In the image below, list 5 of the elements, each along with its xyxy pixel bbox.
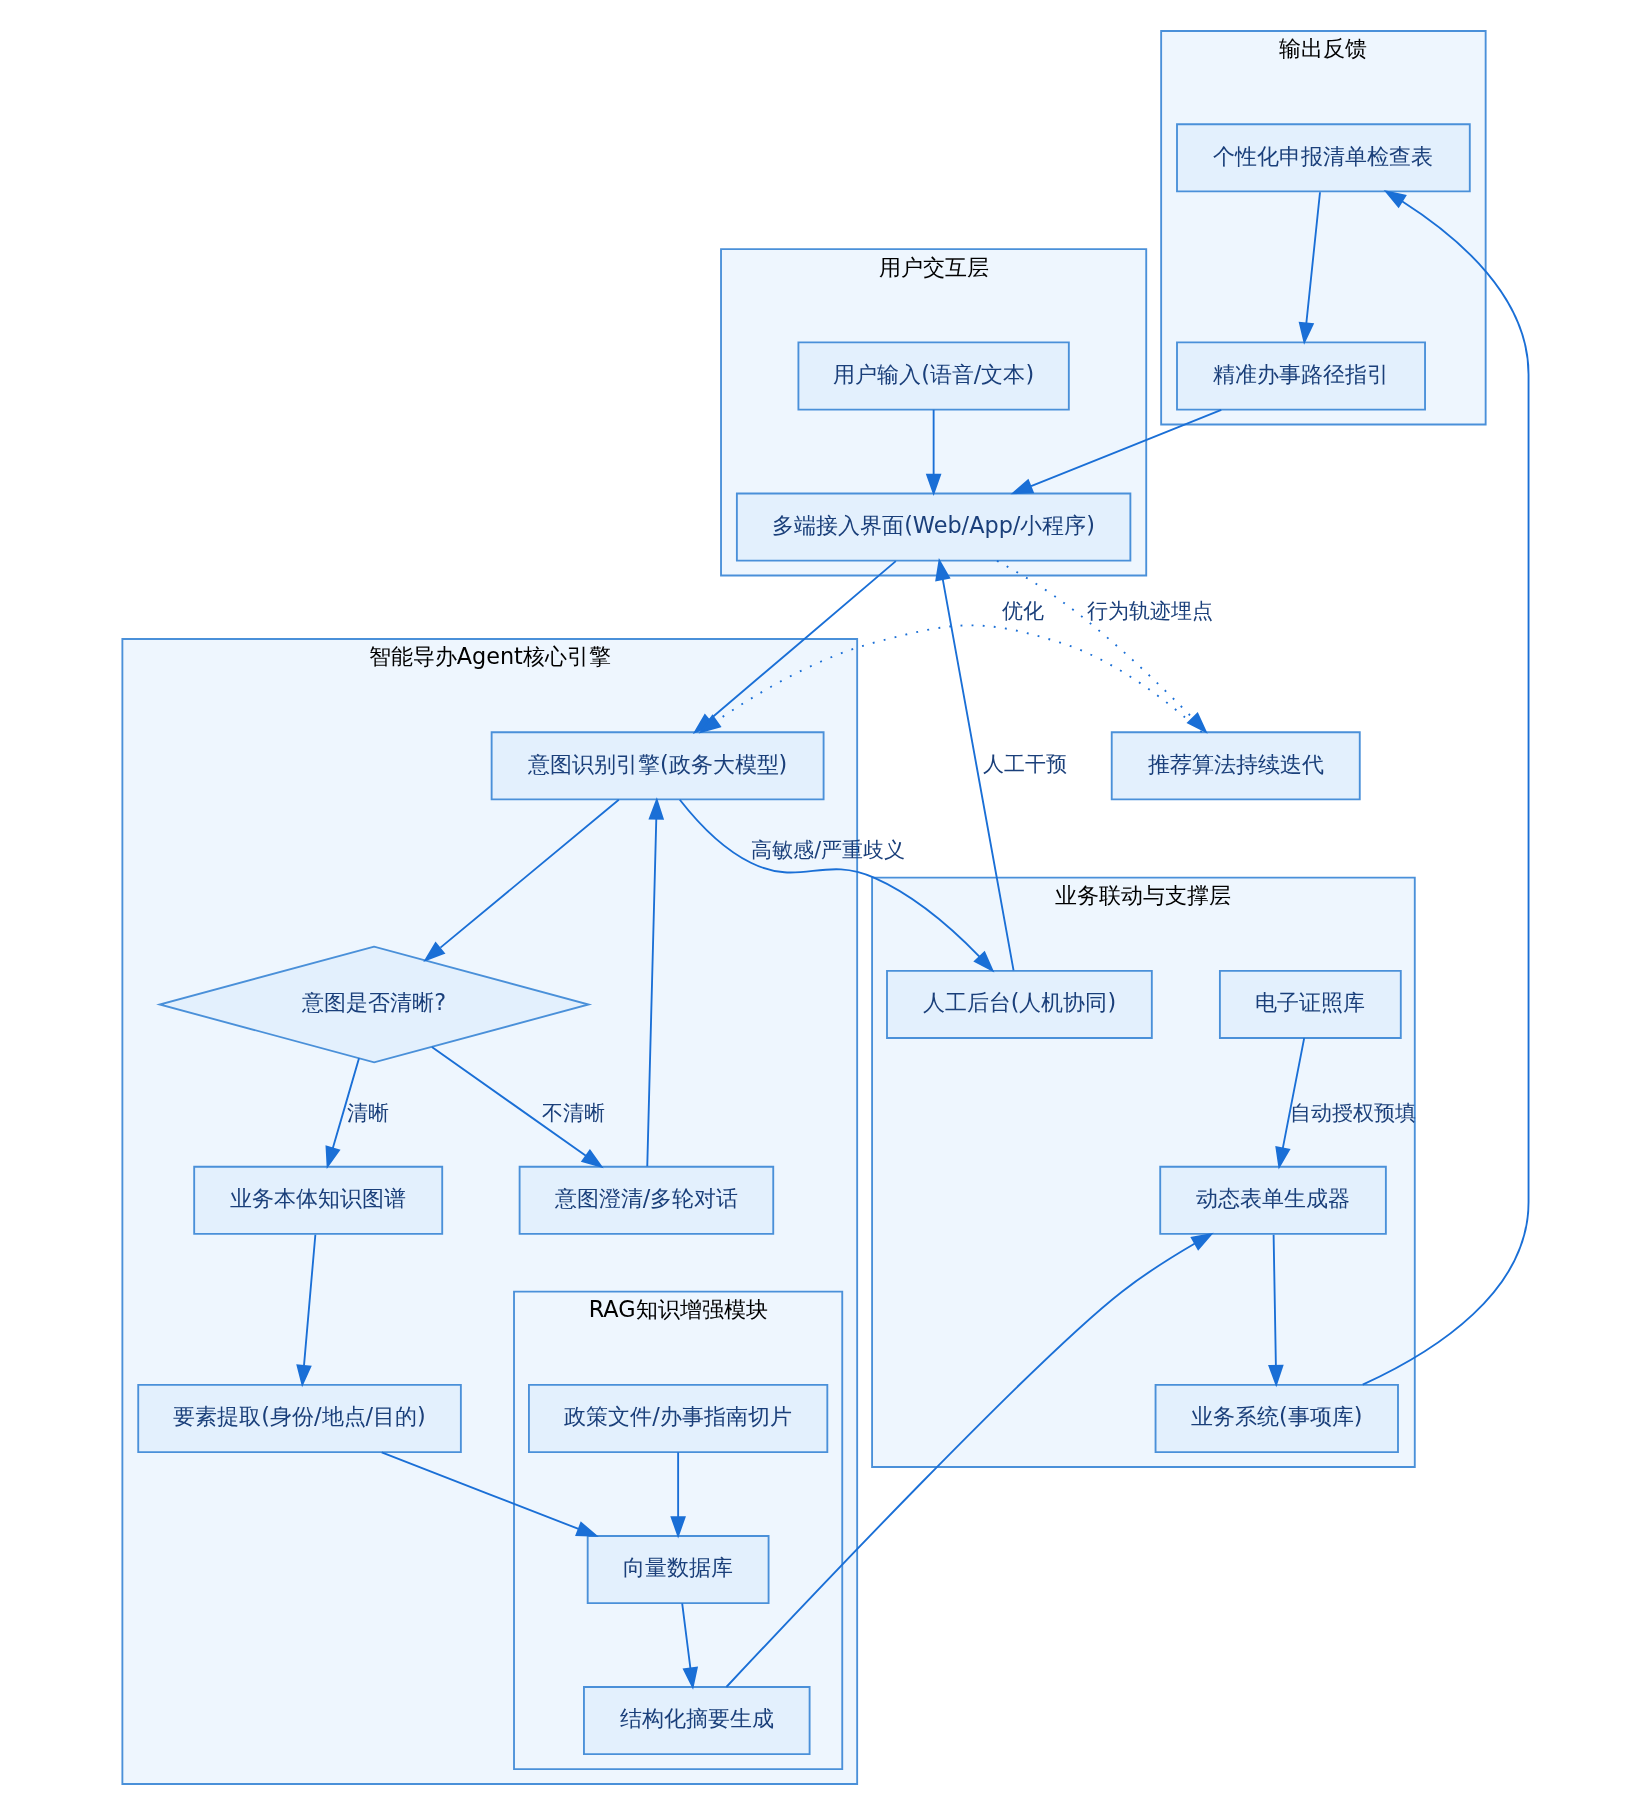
edge-label: 优化 [1002,599,1045,624]
edge-label: 行为轨迹埋点 [1086,599,1213,624]
edge-label: 清晰 [346,1100,389,1125]
edge-label: 人工干预 [983,751,1068,776]
edge-label: 不清晰 [542,1100,606,1125]
